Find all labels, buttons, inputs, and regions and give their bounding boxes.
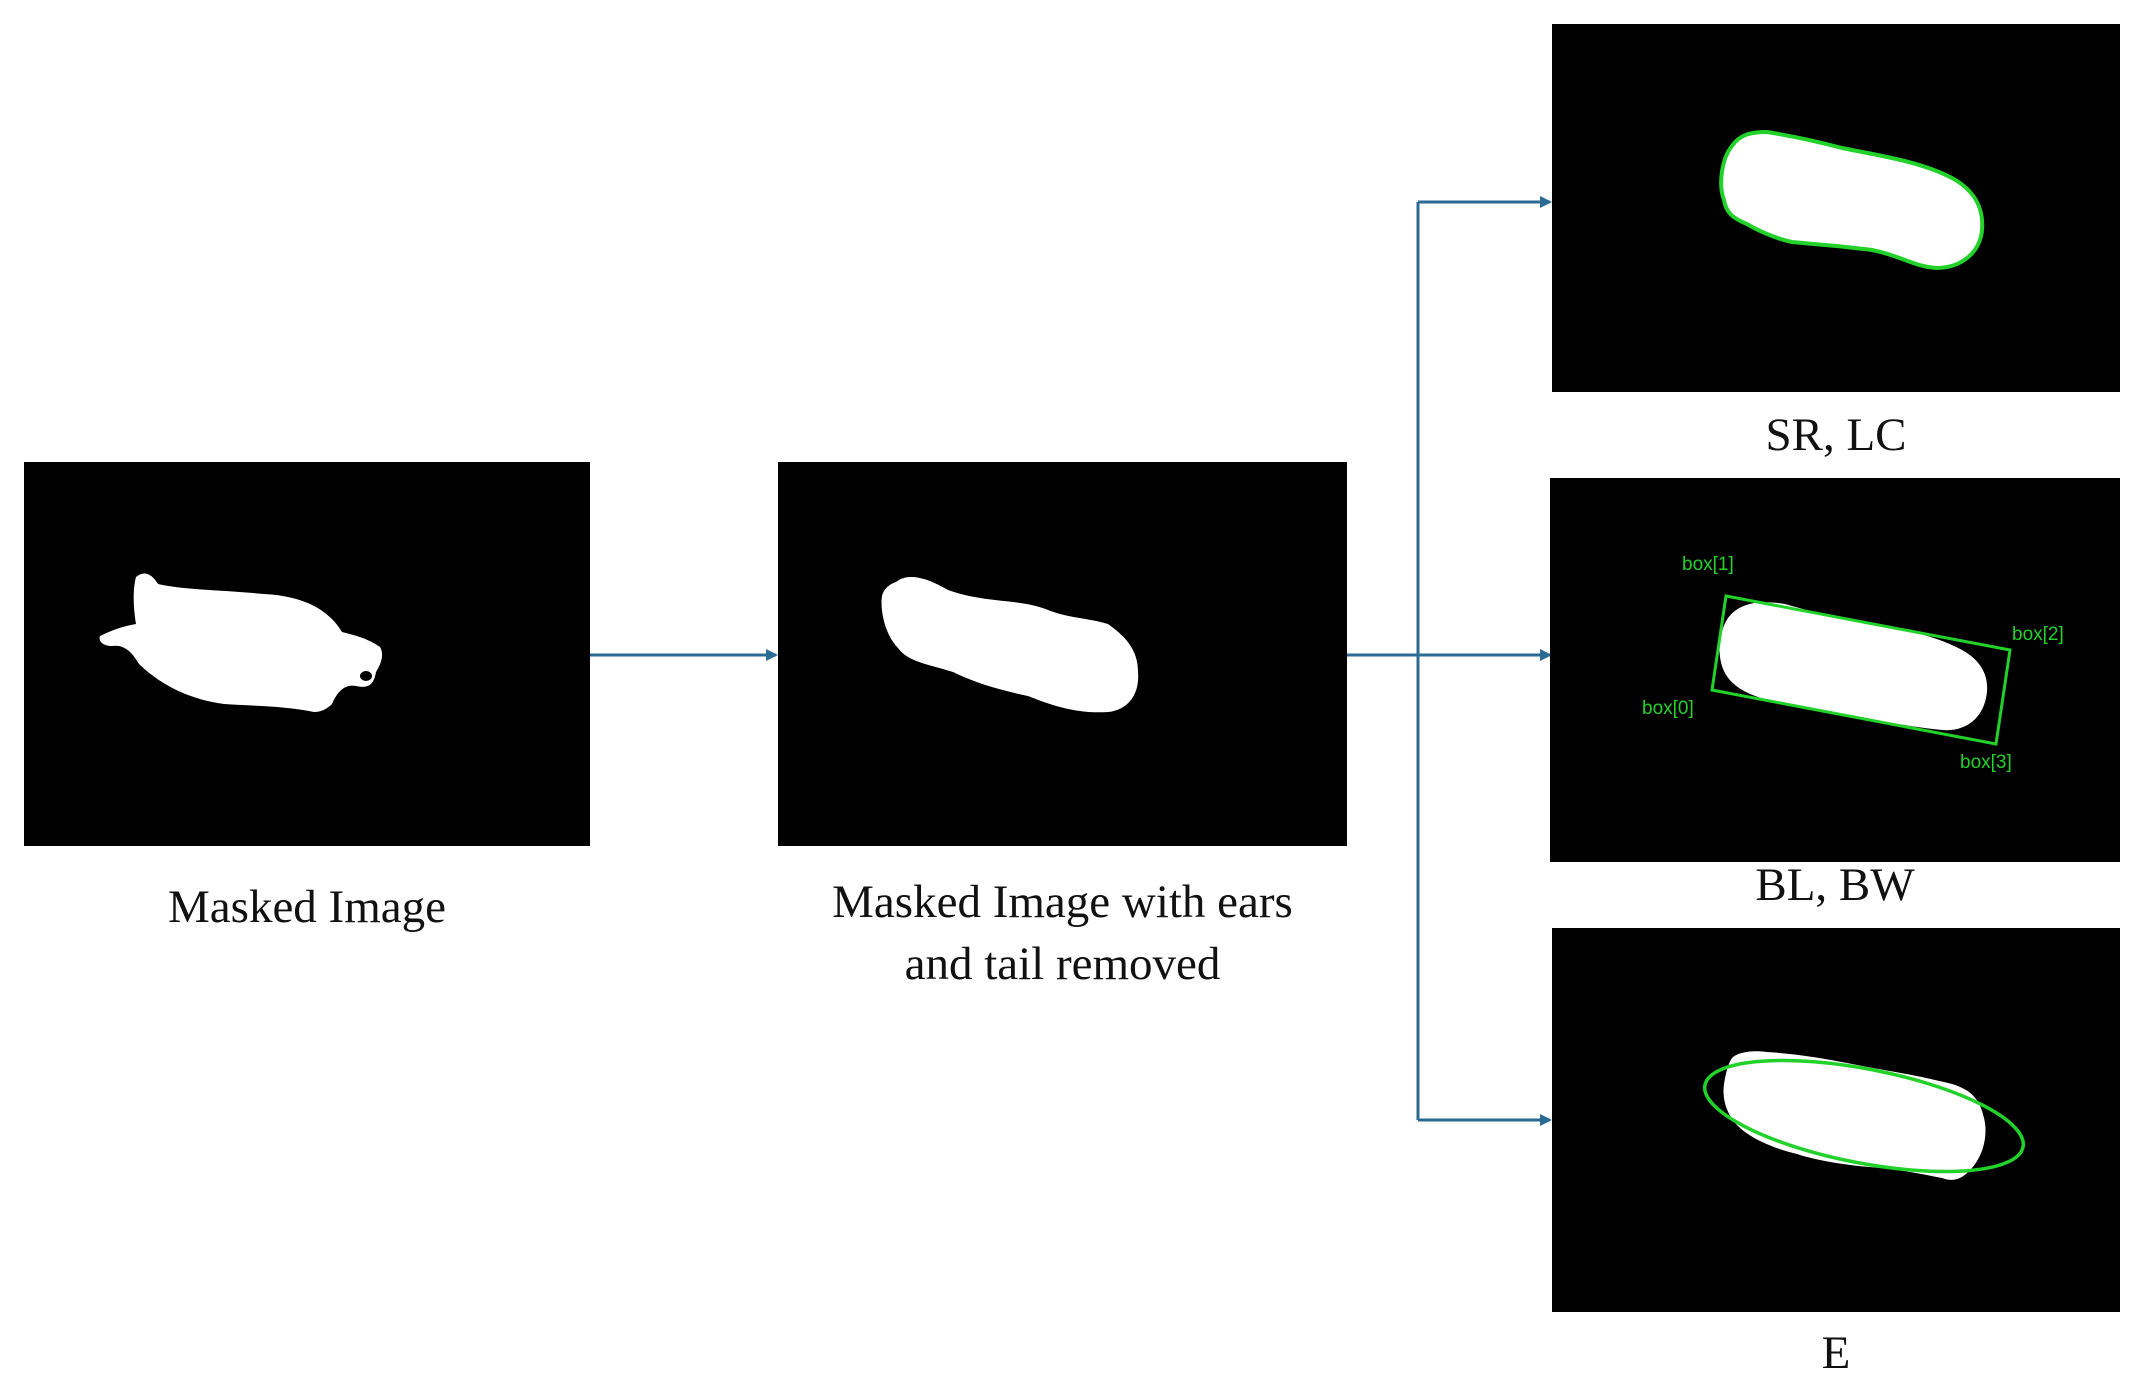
- box-label-1: box[1]: [1682, 554, 1734, 575]
- masked-image-panel: [24, 462, 590, 846]
- cleaned-caption-line2: and tail removed: [904, 938, 1221, 990]
- cleaned-silhouette: [881, 576, 1139, 713]
- cleaned-caption-line1: Masked Image with ears: [832, 876, 1293, 928]
- box-label-0: box[0]: [1642, 698, 1694, 719]
- masked-image-caption: Masked Image: [168, 881, 446, 933]
- bounding-box-panel: box[0] box[1] box[2] box[3]: [1550, 478, 2120, 862]
- contour-silhouette: [1719, 129, 1985, 271]
- box-label-3: box[3]: [1960, 752, 2012, 773]
- ellipse-panel: [1552, 928, 2120, 1312]
- fitted-ellipse: [1702, 1058, 2026, 1174]
- ellipse-silhouette: [1702, 1051, 2026, 1180]
- masked-silhouette: [99, 573, 383, 712]
- box-silhouette: box[0] box[1] box[2] box[3]: [1642, 554, 2064, 773]
- ellipse-caption: E: [1821, 1327, 1851, 1379]
- min-area-rect: [1710, 594, 2012, 746]
- box-label-2: box[2]: [2012, 624, 2064, 645]
- cleaned-image-panel: [778, 462, 1347, 846]
- box-caption: BL, BW: [1755, 859, 1915, 911]
- contour-caption: SR, LC: [1765, 409, 1907, 461]
- contour-panel: [1552, 24, 2120, 392]
- cleaned-image-caption: Masked Image with ears and tail removed: [778, 871, 1347, 995]
